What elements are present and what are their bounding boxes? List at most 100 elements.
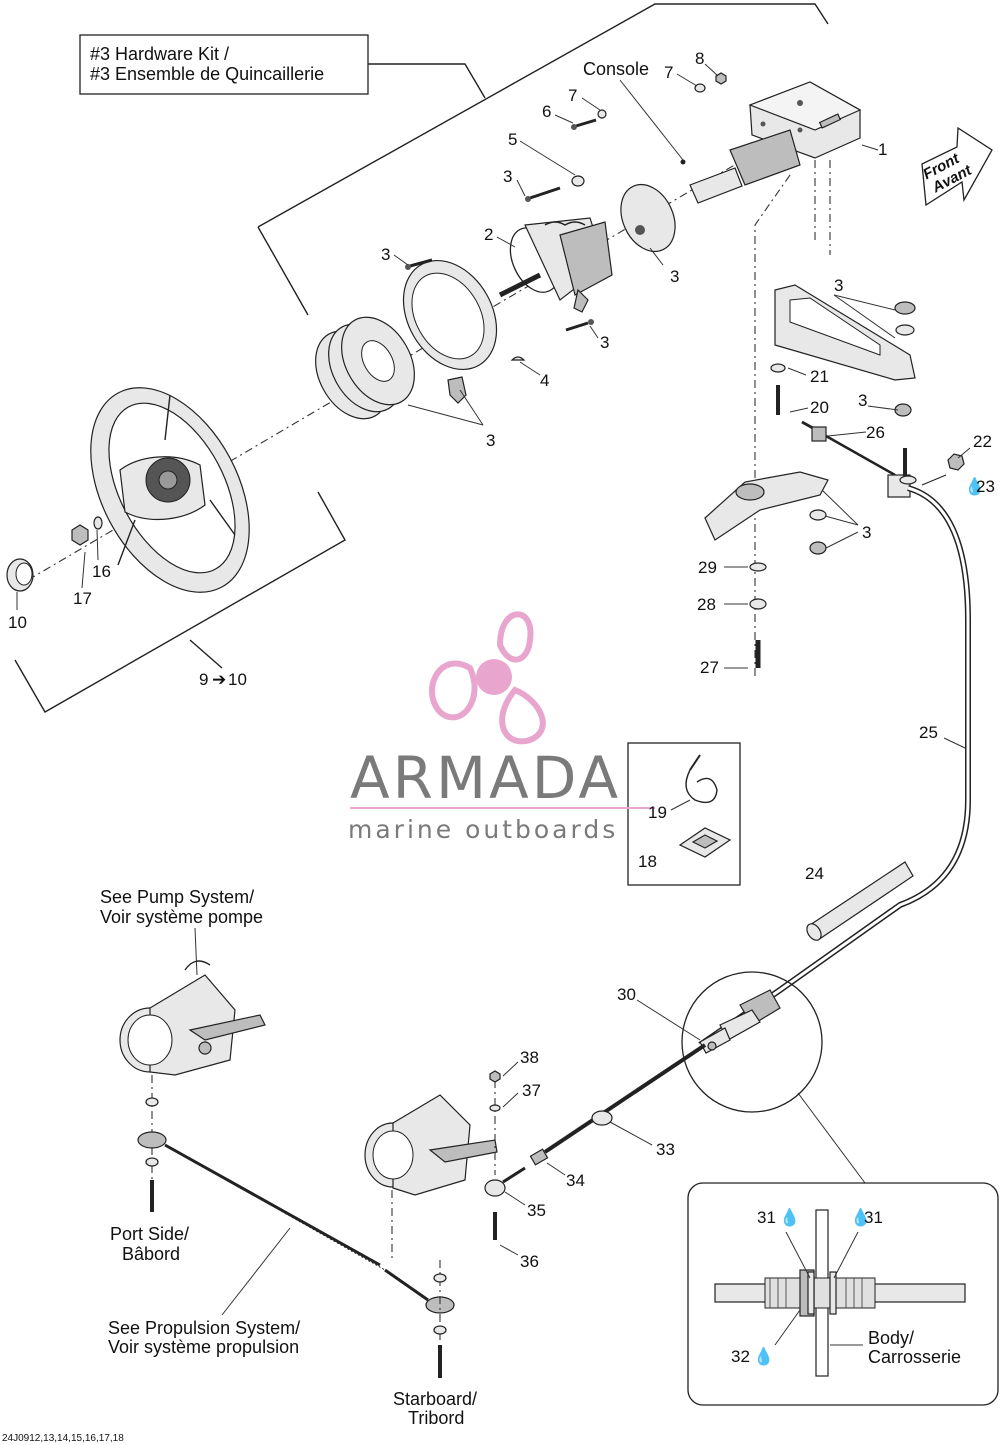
tie-rod	[137, 1131, 455, 1314]
horn-cap-part-10	[6, 558, 34, 592]
part-label-23: 23	[976, 477, 995, 496]
watermark-tagline: marine outboards	[348, 815, 618, 844]
part-label-6: 6	[542, 102, 551, 121]
figure-code: 24J0912,13,14,15,16,17,18	[2, 1433, 124, 1444]
part-label-31-left: 31	[757, 1208, 776, 1227]
part-label-36: 36	[520, 1252, 539, 1271]
part-leader-lines	[16, 63, 971, 1256]
upper-bracket	[770, 284, 916, 417]
washer-part-16	[93, 516, 103, 530]
starboard-nozzle-assembly	[364, 1094, 498, 1196]
oil-drop-icon: 💧	[779, 1207, 800, 1227]
detail-zoom-circle	[681, 971, 823, 1113]
part-label-32: 32	[731, 1347, 750, 1366]
part-label-8: 8	[695, 49, 704, 68]
propulsion-note-2: Voir système propulsion	[108, 1337, 299, 1357]
part-label-20: 20	[810, 398, 829, 417]
oil-drop-icon: 💧	[850, 1207, 871, 1227]
part-label-5: 5	[508, 130, 517, 149]
part-label-4: 4	[540, 371, 549, 390]
part-label-27: 27	[700, 658, 719, 677]
propulsion-note-1: See Propulsion System/	[108, 1318, 300, 1338]
port-side-note-1: Port Side/	[110, 1224, 189, 1244]
part-label-17: 17	[73, 589, 92, 608]
helm-part-1	[689, 81, 862, 204]
nut-part-8	[715, 72, 727, 85]
front-direction-arrow: Front Avant	[920, 126, 993, 207]
body-note-1: Body/	[868, 1328, 914, 1348]
part-label-37: 37	[522, 1081, 541, 1100]
screw-part-3-lower	[565, 319, 594, 332]
part-label-3-lower-bracket: 3	[862, 523, 871, 542]
part-label-7-left: 7	[568, 86, 577, 105]
section-notes: See Pump System/ Voir système pompe Port…	[100, 887, 961, 1428]
hub-adapter	[315, 316, 415, 420]
part-label-3-top-screw: 3	[381, 245, 390, 264]
body-note-2: Carrosserie	[868, 1347, 961, 1367]
part-label-24: 24	[805, 864, 824, 883]
part-label-10-range: 10	[228, 670, 247, 689]
lower-bracket	[704, 471, 829, 668]
part-label-7-right: 7	[664, 63, 673, 82]
cable-end-fittings	[801, 420, 965, 498]
oil-drop-icon: 💧	[753, 1346, 774, 1366]
washer-part-7-left	[597, 109, 607, 119]
part-number-labels: 1 2 3 3 3 3 3 3 3 3 4 5 6 7 7 8 9 ➔ 10 1…	[8, 49, 995, 1366]
bulkhead-fitting-detail	[714, 1209, 966, 1377]
watermark-brand-name: ARMADA	[350, 744, 621, 812]
part-label-31-right: 31	[864, 1208, 883, 1227]
part-label-34: 34	[566, 1171, 585, 1190]
part-label-35: 35	[527, 1201, 546, 1220]
part-label-3-cover: 3	[670, 267, 679, 286]
starboard-note-1: Starboard/	[393, 1389, 477, 1409]
part-label-3-lower-screw: 3	[600, 333, 609, 352]
hardware-kit-callout: #3 Hardware Kit / #3 Ensemble de Quincai…	[79, 3, 829, 316]
part-label-33: 33	[656, 1140, 675, 1159]
part-label-3-upper-screw: 3	[503, 167, 512, 186]
hardware-kit-title-1: #3 Hardware Kit /	[90, 44, 229, 64]
wheel-group-bracket	[14, 491, 346, 713]
part-label-19: 19	[648, 803, 667, 822]
washer-part-7-right	[694, 83, 706, 93]
armada-logo-watermark: ARMADA marine outboards	[348, 611, 655, 844]
part-label-1: 1	[878, 140, 887, 159]
part-label-26: 26	[866, 423, 885, 442]
part-label-38: 38	[520, 1048, 539, 1067]
part-label-3-bracket: 3	[834, 276, 843, 295]
part-label-16: 16	[92, 562, 111, 581]
cable-sleeve-part-24	[806, 861, 914, 941]
console-label: Console	[583, 59, 649, 79]
port-side-note-2: Bâbord	[122, 1244, 180, 1264]
part-label-28: 28	[697, 595, 716, 614]
ties-inset-box	[627, 742, 741, 886]
tilt-mechanism-part-2	[498, 217, 613, 313]
part-label-18: 18	[638, 852, 657, 871]
nut-part-17	[71, 524, 89, 546]
steering-wheel	[90, 387, 250, 593]
hardware-kit-title-2: #3 Ensemble de Quincaillerie	[90, 64, 324, 84]
part-label-9: 9	[199, 670, 208, 689]
starboard-note-2: Tribord	[408, 1408, 464, 1428]
part-label-3-nut: 3	[858, 391, 867, 410]
oil-drop-icon: 💧	[964, 476, 985, 496]
arrow-right-icon: ➔	[212, 670, 226, 689]
screw-part-3-top	[405, 258, 433, 270]
screw-part-3-upper	[525, 186, 561, 202]
part-label-2: 2	[484, 225, 493, 244]
key-part-4	[510, 356, 526, 361]
pump-note-1: See Pump System/	[100, 887, 254, 907]
propeller-logo-icon	[428, 611, 546, 745]
cover-plate	[620, 183, 676, 253]
part-label-29: 29	[698, 558, 717, 577]
part-label-3-hub: 3	[486, 431, 495, 450]
part-label-22: 22	[973, 432, 992, 451]
washer-part-5	[571, 175, 585, 187]
screw-part-6	[571, 118, 597, 130]
part-label-30: 30	[617, 985, 636, 1004]
part-label-25: 25	[919, 723, 938, 742]
part-label-10: 10	[8, 613, 27, 632]
cable-rod-end-parts	[484, 1041, 717, 1240]
pump-note-2: Voir système pompe	[100, 907, 263, 927]
pump-assembly	[119, 960, 266, 1076]
